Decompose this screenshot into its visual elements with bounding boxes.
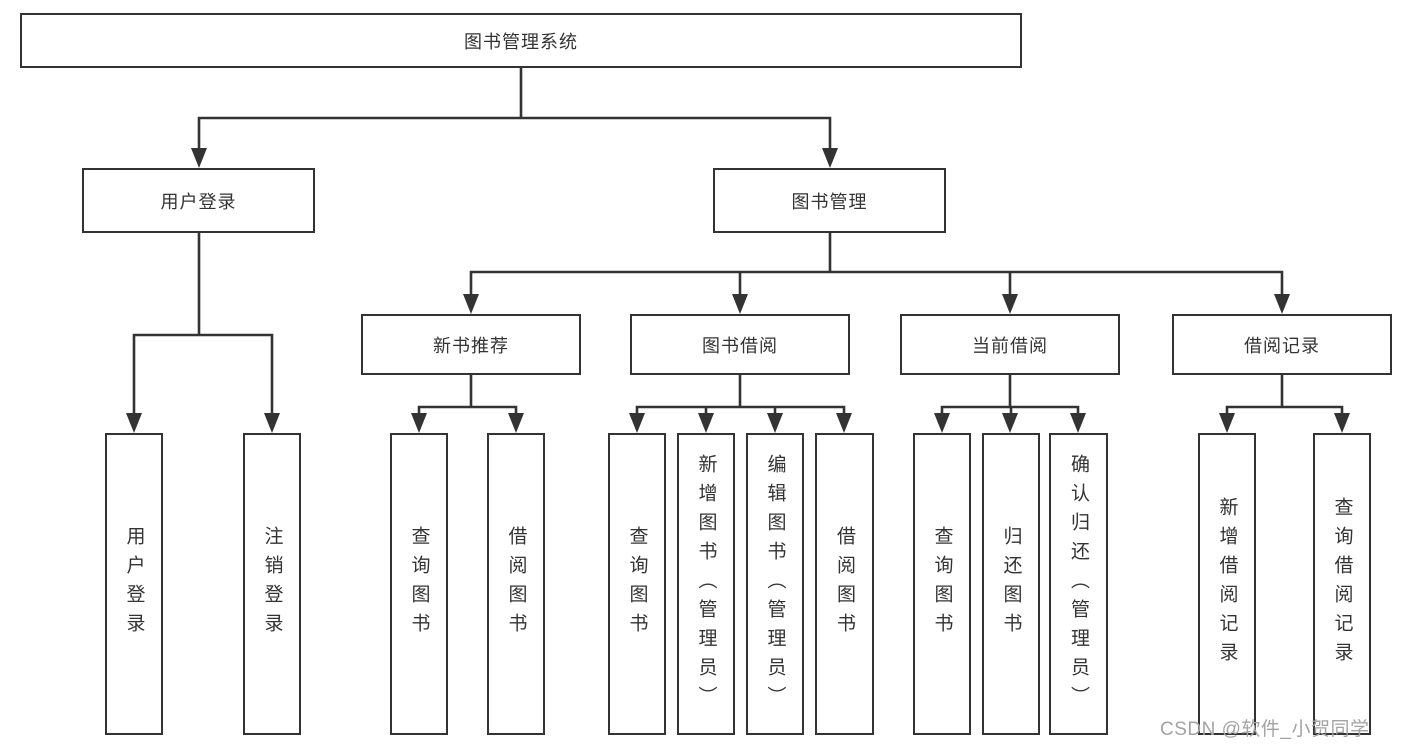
node-label: 归还图书: [1000, 526, 1022, 642]
node-edit-books-admin: 编辑图书（管理员）: [746, 433, 804, 735]
node-label: 借阅图书: [505, 526, 527, 642]
node-query-books-recommend: 查询图书: [390, 433, 448, 735]
node-borrow-books-recommend: 借阅图书: [487, 433, 545, 735]
node-label: 借阅记录: [1244, 335, 1320, 356]
node-label: 编辑图书（管理员）: [764, 453, 786, 715]
node-book-management: 图书管理: [713, 168, 946, 233]
node-label: 新增图书（管理员）: [695, 453, 717, 715]
node-label: 用户登录: [160, 191, 237, 212]
node-logout-leaf: 注销登录: [243, 433, 301, 735]
node-borrow-books-leaf: 借阅图书: [815, 433, 874, 735]
node-return-books: 归还图书: [982, 433, 1040, 735]
node-label: 当前借阅: [972, 335, 1048, 356]
node-library-system: 图书管理系统: [20, 13, 1022, 68]
node-new-book-recommend: 新书推荐: [361, 314, 581, 375]
node-label: 查询图书: [931, 526, 953, 642]
watermark: CSDN @软件_小贺同学: [1160, 719, 1370, 740]
node-query-borrow-record: 查询借阅记录: [1313, 433, 1371, 735]
node-label: 图书管理: [791, 191, 868, 212]
node-label: 确认归还（管理员）: [1068, 453, 1089, 715]
node-add-borrow-record: 新增借阅记录: [1198, 433, 1256, 735]
node-current-borrowing: 当前借阅: [900, 314, 1120, 375]
node-label: 图书管理系统: [464, 31, 578, 52]
node-label: 注销登录: [261, 526, 283, 642]
node-label: 新书推荐: [433, 335, 509, 356]
node-label: 图书借阅: [702, 335, 778, 356]
node-confirm-return-admin: 确认归还（管理员）: [1049, 433, 1108, 735]
node-add-books-admin: 新增图书（管理员）: [677, 433, 735, 735]
node-label: 借阅图书: [834, 526, 855, 642]
node-user-login-leaf: 用户登录: [105, 433, 163, 735]
node-label: 新增借阅记录: [1216, 497, 1238, 671]
node-label: 查询图书: [408, 526, 430, 642]
node-label: 查询借阅记录: [1331, 497, 1353, 671]
node-label: 用户登录: [123, 526, 145, 642]
node-book-borrowing: 图书借阅: [630, 314, 850, 375]
node-user-login: 用户登录: [82, 168, 315, 233]
node-query-books-borrow: 查询图书: [608, 433, 666, 735]
node-label: 查询图书: [626, 526, 648, 642]
node-query-books-current: 查询图书: [913, 433, 971, 735]
node-borrowing-records: 借阅记录: [1172, 314, 1392, 375]
